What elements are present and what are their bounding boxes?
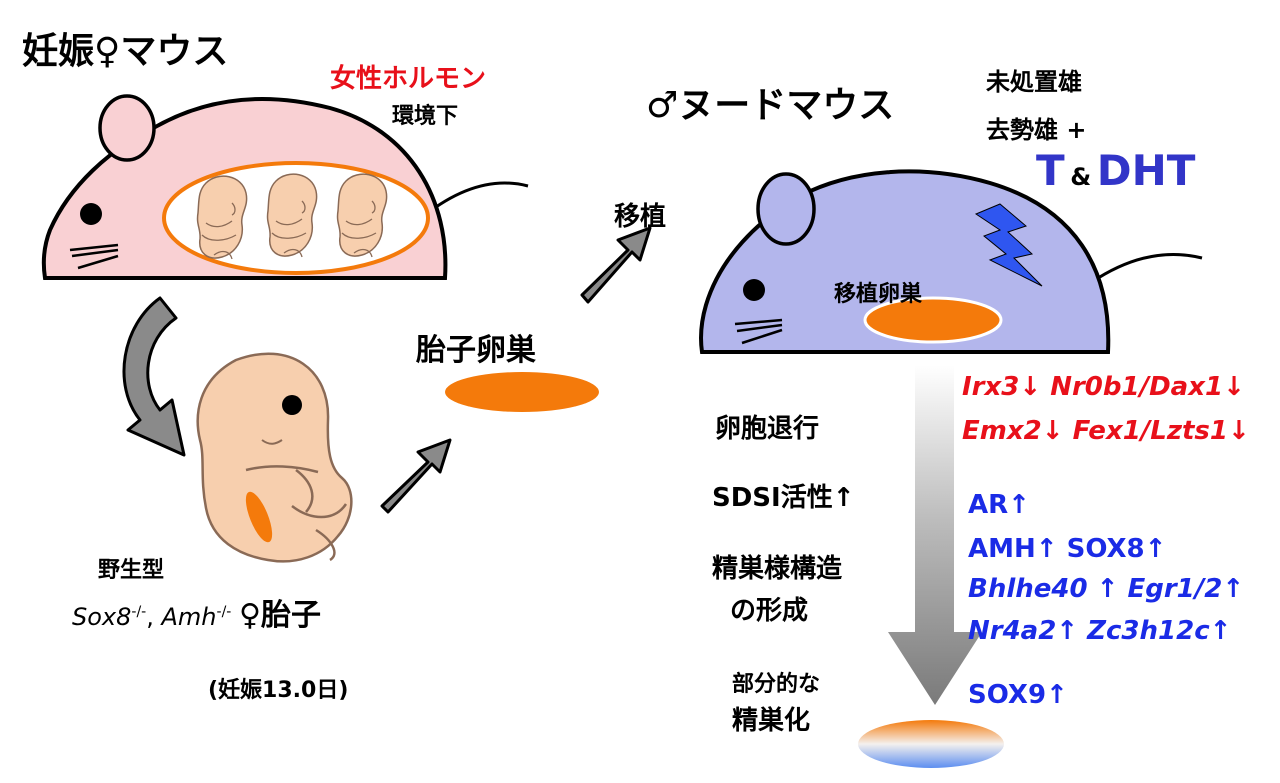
genotype-amh-sup: -/-: [216, 604, 232, 620]
embryo-illustration: [196, 352, 353, 563]
gene-nr4a2: Nr4a2↑: [968, 616, 1079, 646]
graft-label: 移植卵巣: [834, 282, 923, 307]
lightning-icon: [974, 203, 1043, 287]
hormone-treatment: T & DHT: [1036, 146, 1195, 195]
genes-down-line1: Irx3↓ Nr0b1/Dax1↓: [962, 372, 1245, 402]
condition-untreated: 未処置雄: [986, 68, 1082, 96]
embryo-gonad: [245, 491, 273, 543]
outcome-down-arrow: [888, 365, 982, 705]
genes-nr4a2-line: Nr4a2↑ Zc3h12c↑: [968, 616, 1231, 646]
genes-bhlhe40-line: Bhlhe40 ↑ Egr1/2↑: [968, 574, 1244, 604]
genotype-suffix: ♀胎子: [238, 598, 321, 633]
gene-fex1: Fex1/Lzts1↓: [1072, 416, 1250, 446]
dht-label: DHT: [1096, 146, 1196, 195]
genotype-sep: ,: [146, 603, 154, 631]
gene-ar: AR↑: [968, 490, 1030, 520]
pregnant-mouse-eye: [80, 203, 102, 225]
gene-amh-sox8: AMH↑ SOX8↑: [968, 534, 1167, 564]
wild-type-label: 野生型: [98, 558, 165, 583]
grafted-ovary: [863, 296, 1003, 344]
nude-mouse-eye: [743, 279, 765, 301]
outcome-partial-1: 部分的な: [732, 672, 821, 697]
transplant-label: 移植: [614, 202, 667, 232]
outcome-testis-2: の形成: [730, 596, 809, 626]
fetal-ovary-label: 胎子卵巣: [416, 333, 536, 368]
nude-mouse-title: ♂ヌードマウス: [646, 85, 895, 126]
arrow-embryo-to-ovary: [380, 438, 452, 514]
nude-mouse: [699, 169, 1203, 354]
genotype-sox8: Sox8: [72, 603, 132, 631]
pregnant-mouse-title: 妊娠♀マウス: [22, 31, 229, 72]
arrow-transplant: [580, 226, 652, 304]
genotype-sox8-sup: -/-: [131, 604, 147, 620]
fetal-ovary: [445, 372, 599, 412]
pregnant-mouse-ear: [98, 94, 156, 162]
pregnant-mouse-whiskers: [69, 243, 119, 270]
gene-sox9: SOX9↑: [968, 680, 1068, 710]
pregnant-mouse-tail: [424, 181, 529, 217]
outcome-testis-1: 精巣様構造: [712, 554, 843, 584]
genotype-label: Sox8-/-, Amh-/- ♀胎子: [72, 590, 321, 634]
nude-mouse-ear: [756, 172, 816, 246]
t-label: T: [1036, 146, 1065, 195]
pregnant-mouse: [41, 94, 529, 280]
curved-arrow-to-embryo: [122, 296, 186, 457]
gene-emx2: Emx2↓: [962, 416, 1064, 446]
partially-testicularized-ovary: [858, 720, 1004, 768]
gene-zc3h12c: Zc3h12c↑: [1087, 616, 1232, 646]
nude-mouse-whiskers: [734, 318, 783, 345]
embryo-eye: [282, 395, 302, 415]
gene-nr0b1: Nr0b1/Dax1↓: [1050, 372, 1245, 402]
gene-egr: Egr1/2↑: [1127, 574, 1245, 604]
outcome-partial-2: 精巣化: [732, 706, 811, 736]
environment-label: 環境下: [392, 104, 459, 129]
nude-mouse-tail: [1091, 252, 1203, 284]
outcome-follicle: 卵胞退行: [715, 414, 820, 444]
genes-down-line2: Emx2↓ Fex1/Lzts1↓: [962, 416, 1250, 446]
outcome-sdsi: SDSI活性↑: [712, 483, 855, 513]
gene-irx3: Irx3↓: [962, 372, 1042, 402]
amp-label: &: [1070, 163, 1092, 191]
gene-bhlhe40: Bhlhe40 ↑: [968, 574, 1119, 604]
genotype-amh: Amh: [161, 603, 217, 631]
female-hormone-label: 女性ホルモン: [330, 64, 487, 94]
condition-castrated: 去勢雄 +: [986, 116, 1087, 144]
gestation-label: (妊娠13.0日): [208, 678, 349, 703]
